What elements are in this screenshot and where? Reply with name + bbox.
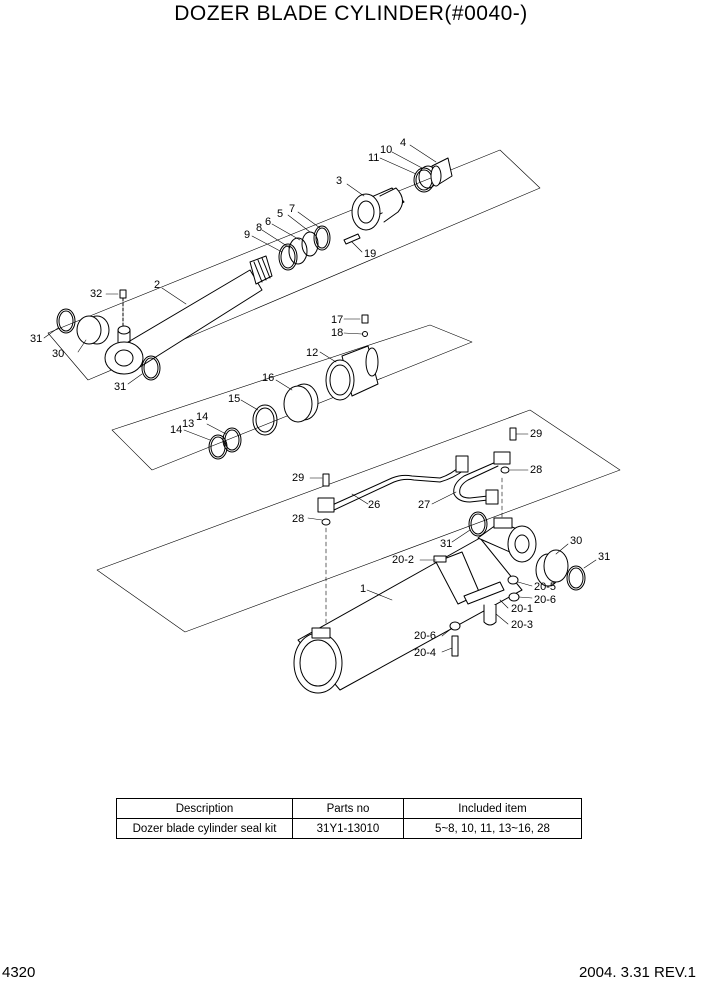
callout-20-5: 20-5 <box>534 581 556 593</box>
cell-parts-no: 31Y1-13010 <box>292 818 404 839</box>
callout-31-left-lower: 31 <box>114 381 126 393</box>
piston-rod <box>104 255 273 375</box>
wear-ring-16 <box>283 383 319 423</box>
rings-13-14 <box>208 427 242 460</box>
assembly-plane-rod <box>47 149 541 381</box>
callout-20-2: 20-2 <box>392 554 414 566</box>
piston-12 <box>325 345 379 401</box>
pipe-27 <box>453 451 511 505</box>
callout-14-lower: 14 <box>170 424 182 436</box>
cell-included-item: 5~8, 10, 11, 13~16, 28 <box>403 818 582 839</box>
ring-15 <box>252 404 278 436</box>
callout-2: 2 <box>154 279 160 291</box>
callout-29-right: 29 <box>530 428 542 440</box>
bolt-19 <box>343 233 361 245</box>
callout-28-left: 28 <box>292 513 304 525</box>
seal-kit-table: Description Parts no Included item Dozer… <box>116 798 582 839</box>
revision-date: 2004. 3.31 REV.1 <box>578 964 696 981</box>
callout-17: 17 <box>331 314 343 326</box>
grease-nipple-32 <box>119 289 127 327</box>
page-title: DOZER BLADE CYLINDER(#0040-) <box>174 2 528 25</box>
callout-30-left: 30 <box>52 348 64 360</box>
set-screw-17 <box>361 314 369 324</box>
page-number: 4320 <box>2 964 36 981</box>
callout-20-4: 20-4 <box>414 647 436 659</box>
assembly-axes <box>325 477 503 631</box>
callout-10: 10 <box>380 144 392 156</box>
callout-labels: 1 2 3 4 5 6 7 8 9 10 11 12 13 14 14 15 1… <box>30 137 610 659</box>
callout-20-3: 20-3 <box>511 619 533 631</box>
callout-12: 12 <box>306 347 318 359</box>
callout-26: 26 <box>368 499 380 511</box>
callout-31-tube: 31 <box>440 538 452 550</box>
callout-19: 19 <box>364 248 376 260</box>
header-parts-no: Parts no <box>292 798 404 819</box>
callout-16: 16 <box>262 372 274 384</box>
callout-6: 6 <box>265 216 271 228</box>
clamp-parts-20 <box>433 555 520 657</box>
header-description: Description <box>116 798 293 819</box>
leader-lines <box>43 144 597 653</box>
callout-30-right: 30 <box>570 535 582 547</box>
assembly-plane-tube <box>96 409 621 633</box>
seal-31-left-lower <box>141 355 161 381</box>
table-row: Dozer blade cylinder seal kit 31Y1-13010… <box>116 818 582 839</box>
callout-13: 13 <box>182 418 194 430</box>
seal-31-tube <box>468 511 488 537</box>
callout-18: 18 <box>331 327 343 339</box>
bushing-30-right <box>535 549 569 587</box>
bushing-30-left <box>76 315 110 345</box>
header-included-item: Included item <box>403 798 582 819</box>
callout-15: 15 <box>228 393 240 405</box>
callout-9: 9 <box>244 229 250 241</box>
seal-31-left-upper <box>56 308 76 334</box>
callout-11: 11 <box>368 152 379 164</box>
cell-description: Dozer blade cylinder seal kit <box>116 818 293 839</box>
table-header-row: Description Parts no Included item <box>116 798 582 819</box>
callout-3: 3 <box>336 175 342 187</box>
callout-20-6-left: 20-6 <box>414 630 436 642</box>
callout-20-6-right: 20-6 <box>534 594 556 606</box>
assembly-plane-piston <box>111 324 473 471</box>
gland-3 <box>351 187 405 231</box>
callout-7: 7 <box>289 203 295 215</box>
callout-31-left-upper: 31 <box>30 333 42 345</box>
callout-28-right: 28 <box>530 464 542 476</box>
callout-20-1: 20-1 <box>511 603 533 615</box>
callout-8: 8 <box>256 222 262 234</box>
callout-1: 1 <box>360 583 366 595</box>
callout-31-right: 31 <box>598 551 610 563</box>
dust-wiper-4 <box>430 157 453 187</box>
tube-assembly-1 <box>293 517 537 694</box>
bolts-29 <box>322 427 517 487</box>
callout-27: 27 <box>418 499 430 511</box>
callout-5: 5 <box>277 208 283 220</box>
callout-29-left: 29 <box>292 472 304 484</box>
callout-32: 32 <box>90 288 102 300</box>
o-rings-28 <box>321 466 510 526</box>
pipe-26 <box>317 455 469 513</box>
callout-4: 4 <box>400 137 406 149</box>
steel-ball-18 <box>362 331 368 337</box>
callout-14-upper: 14 <box>196 411 208 423</box>
seal-31-right <box>566 565 586 591</box>
